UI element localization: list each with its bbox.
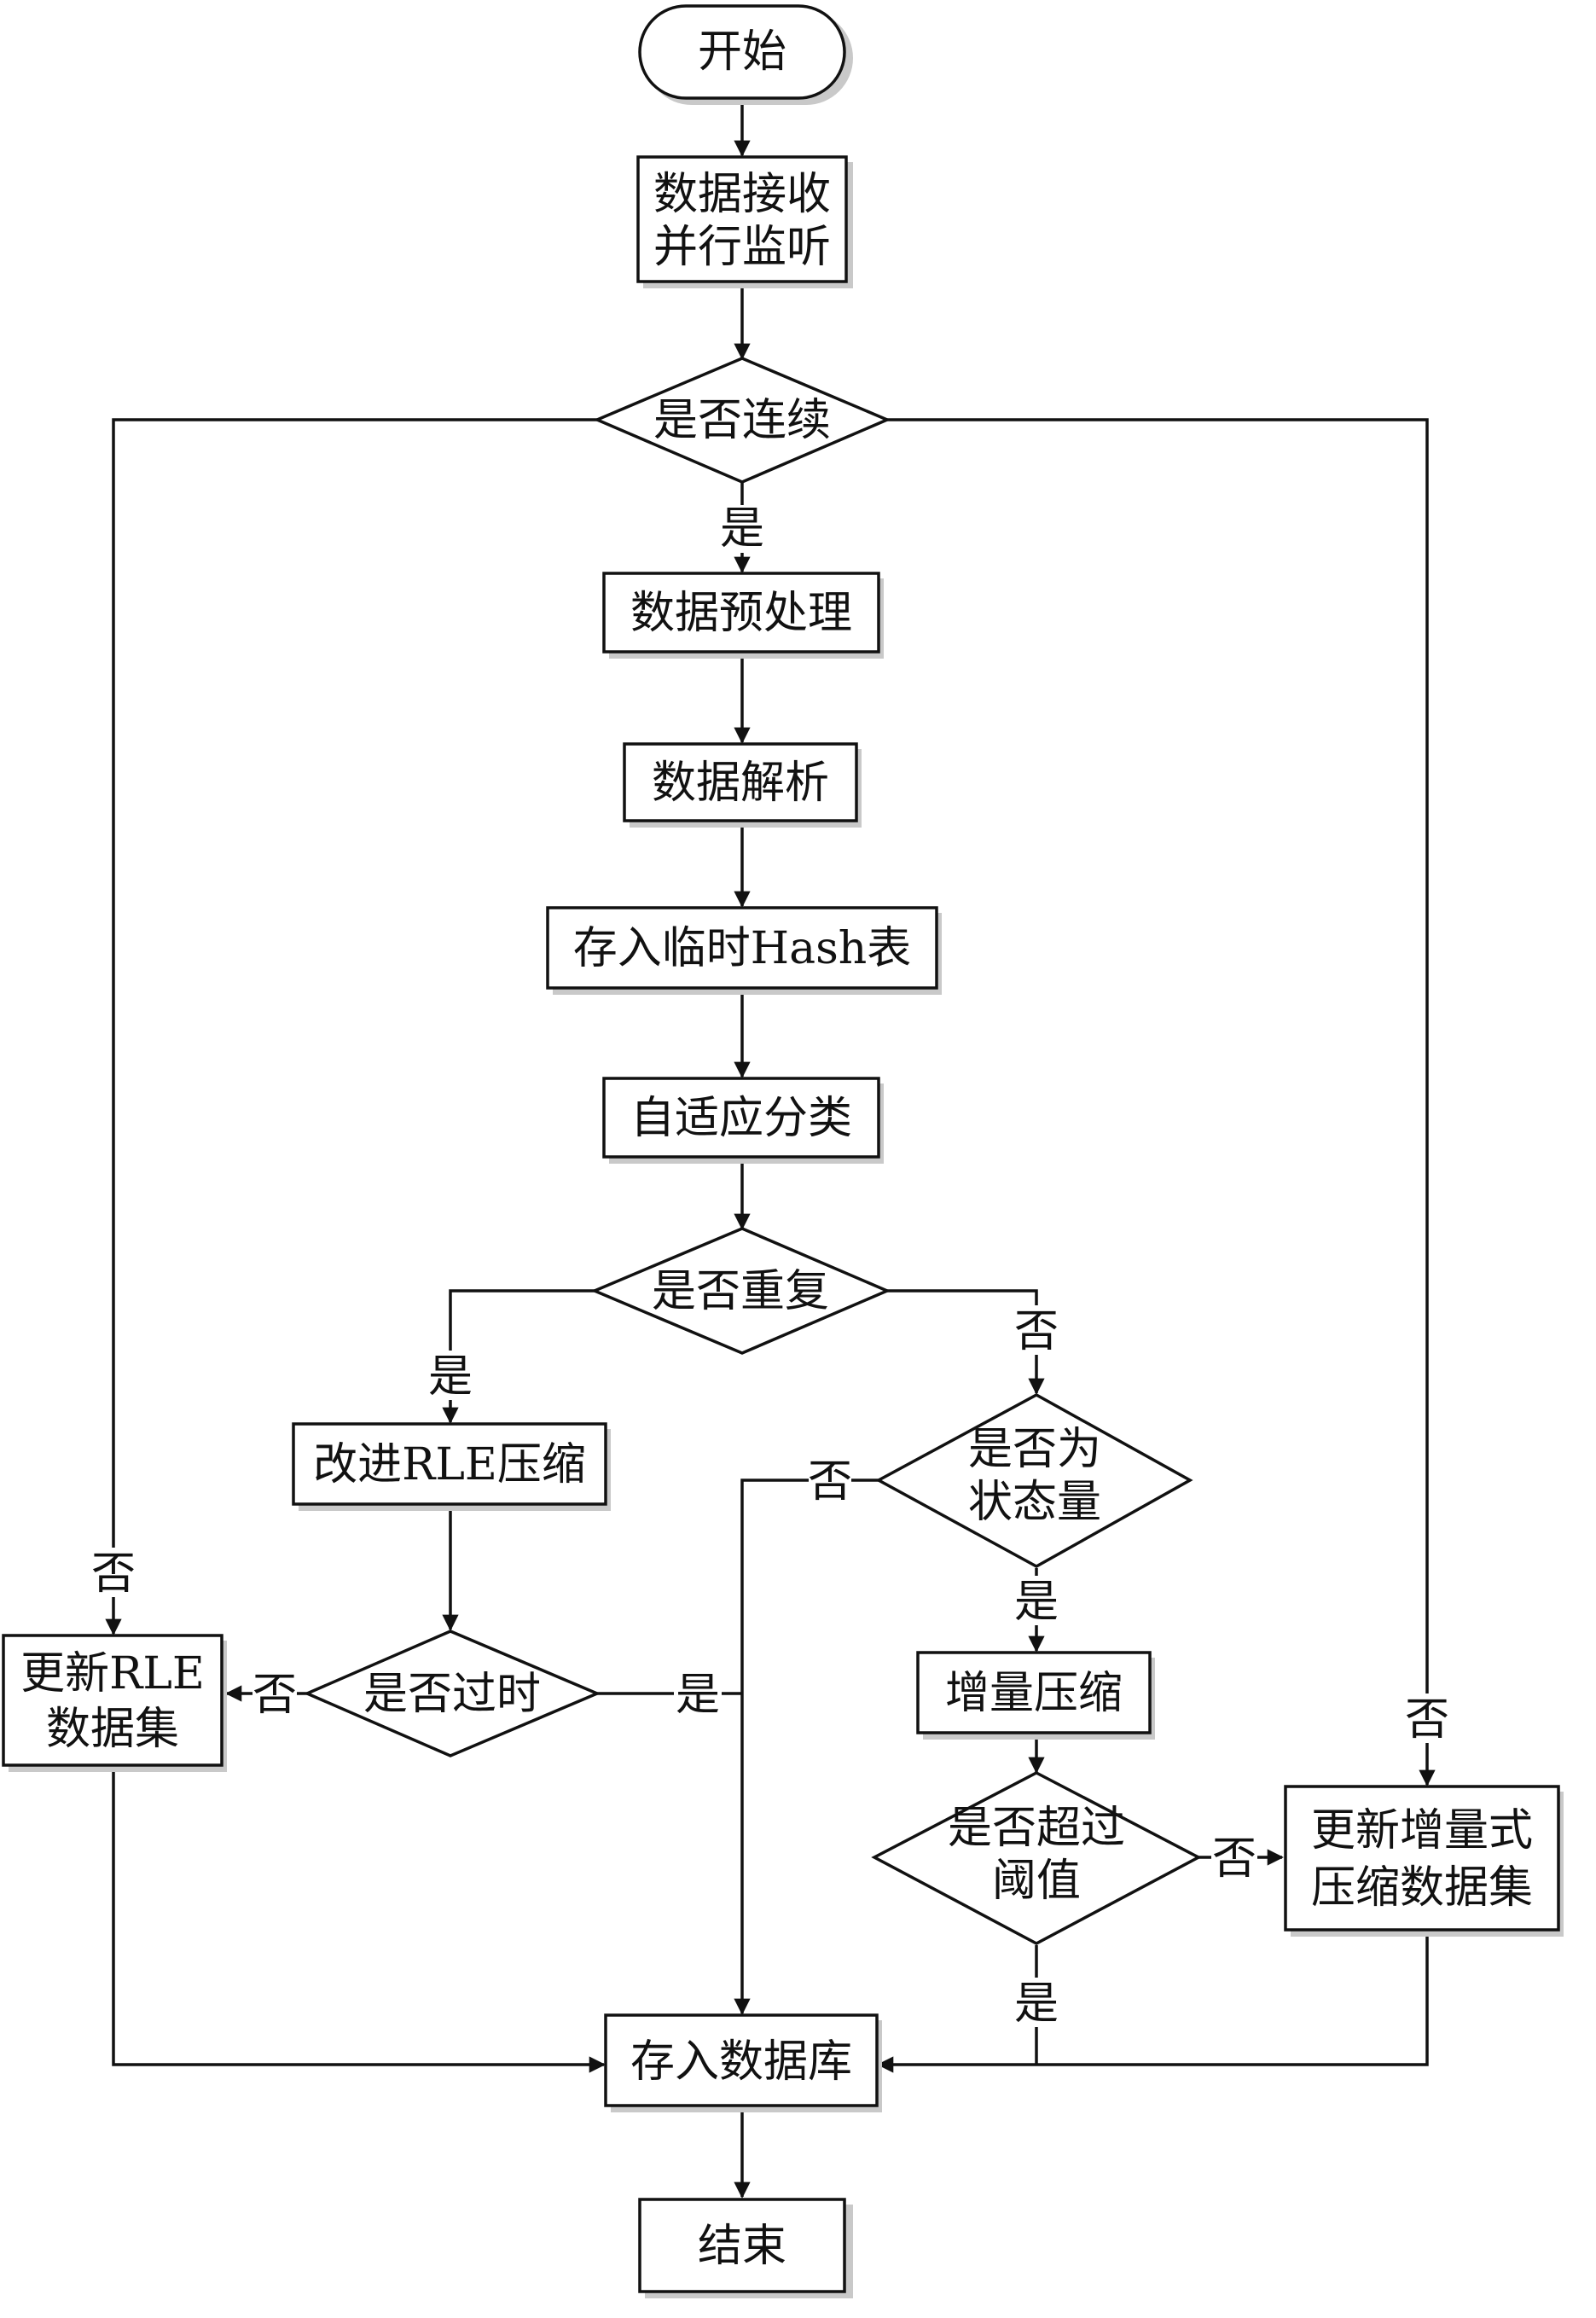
decision-is-state-label-line1: 是否为 bbox=[968, 1424, 1101, 1475]
edge-label-state-no: 否 bbox=[808, 1456, 852, 1508]
node-store-hash-label: 存入临时Hash表 bbox=[573, 923, 912, 974]
edge-label-continuous-yes: 是 bbox=[720, 503, 764, 555]
node-receive-label-line2: 并行监听 bbox=[653, 222, 831, 273]
edge-label-outdated-no: 否 bbox=[252, 1670, 297, 1721]
edge-state-no bbox=[734, 1479, 879, 2015]
node-classify: 自适应分类 bbox=[602, 1077, 884, 1164]
node-start: 开始 bbox=[638, 4, 853, 105]
node-update-incr-label-line1: 更新增量式 bbox=[1311, 1805, 1533, 1856]
node-preprocess: 数据预处理 bbox=[602, 572, 884, 659]
node-parse-label: 数据解析 bbox=[652, 758, 829, 809]
node-store-db-label: 存入数据库 bbox=[630, 2036, 852, 2088]
decision-is-outdated-label: 是否过时 bbox=[363, 1669, 541, 1720]
edge-label-duplicate-no: 否 bbox=[1014, 1306, 1059, 1357]
node-end-label: 结束 bbox=[698, 2221, 786, 2272]
edge-update-rle-to-db bbox=[112, 1768, 606, 2073]
edge-labels: 是 否 否 是 否 否 是 否 是 否 是 bbox=[91, 503, 1449, 2030]
decision-is-continuous-label: 是否连续 bbox=[653, 395, 831, 446]
node-receive-label-line1: 数据接收 bbox=[653, 169, 831, 220]
node-update-rle-label-line1: 更新RLE bbox=[20, 1648, 205, 1699]
edge-label-state-yes: 是 bbox=[1014, 1577, 1059, 1628]
edge-label-duplicate-yes: 是 bbox=[428, 1351, 473, 1403]
node-rle-compress-label: 改进RLE压缩 bbox=[313, 1439, 586, 1490]
node-end: 结束 bbox=[638, 2198, 853, 2298]
edge-label-continuous-no-right: 否 bbox=[1405, 1694, 1449, 1746]
decision-is-continuous: 是否连续 bbox=[593, 357, 891, 484]
edge-duplicate-no bbox=[887, 1289, 1045, 1395]
decision-over-threshold-label-line2: 阈值 bbox=[992, 1856, 1081, 1907]
node-rle-compress: 改进RLE压缩 bbox=[292, 1422, 611, 1511]
edge-label-outdated-yes: 是 bbox=[676, 1670, 720, 1721]
node-store-db: 存入数据库 bbox=[604, 2013, 882, 2112]
node-parse: 数据解析 bbox=[623, 742, 862, 828]
edge-update-incr-to-db bbox=[1036, 1932, 1429, 2066]
node-store-hash: 存入临时Hash表 bbox=[546, 906, 942, 995]
decision-is-duplicate-label: 是否重复 bbox=[652, 1266, 829, 1317]
edge-continuous-no-right bbox=[887, 418, 1436, 1786]
decision-is-outdated: 是否过时 bbox=[303, 1630, 601, 1757]
flowchart-nodes: 开始 数据接收 并行监听 是否连续 数据预处理 数据解析 bbox=[2, 4, 1564, 2298]
node-incr-compress-label: 增量压缩 bbox=[945, 1668, 1123, 1719]
node-incr-compress: 增量压缩 bbox=[916, 1651, 1155, 1740]
node-start-label: 开始 bbox=[698, 26, 786, 78]
node-update-rle: 更新RLE 数据集 bbox=[2, 1634, 227, 1772]
decision-is-duplicate: 是否重复 bbox=[590, 1227, 891, 1355]
edge-label-threshold-no: 否 bbox=[1212, 1833, 1256, 1885]
node-update-rle-label-line2: 数据集 bbox=[46, 1704, 179, 1755]
node-receive: 数据接收 并行监听 bbox=[636, 155, 853, 288]
decision-is-state-label-line2: 状态量 bbox=[968, 1477, 1101, 1528]
edge-label-threshold-yes: 是 bbox=[1014, 1978, 1059, 2030]
node-classify-label: 自适应分类 bbox=[630, 1093, 852, 1144]
edge-continuous-no-left bbox=[105, 418, 597, 1635]
decision-is-state: 是否为 状态量 bbox=[875, 1393, 1193, 1569]
edge-label-continuous-no-left: 否 bbox=[91, 1548, 136, 1600]
decision-over-threshold: 是否超过 阈值 bbox=[871, 1771, 1202, 1945]
decision-over-threshold-label-line1: 是否超过 bbox=[948, 1803, 1125, 1854]
node-preprocess-label: 数据预处理 bbox=[630, 588, 852, 639]
node-update-incr-label-line2: 压缩数据集 bbox=[1311, 1862, 1533, 1914]
node-update-incr: 更新增量式 压缩数据集 bbox=[1284, 1785, 1564, 1937]
